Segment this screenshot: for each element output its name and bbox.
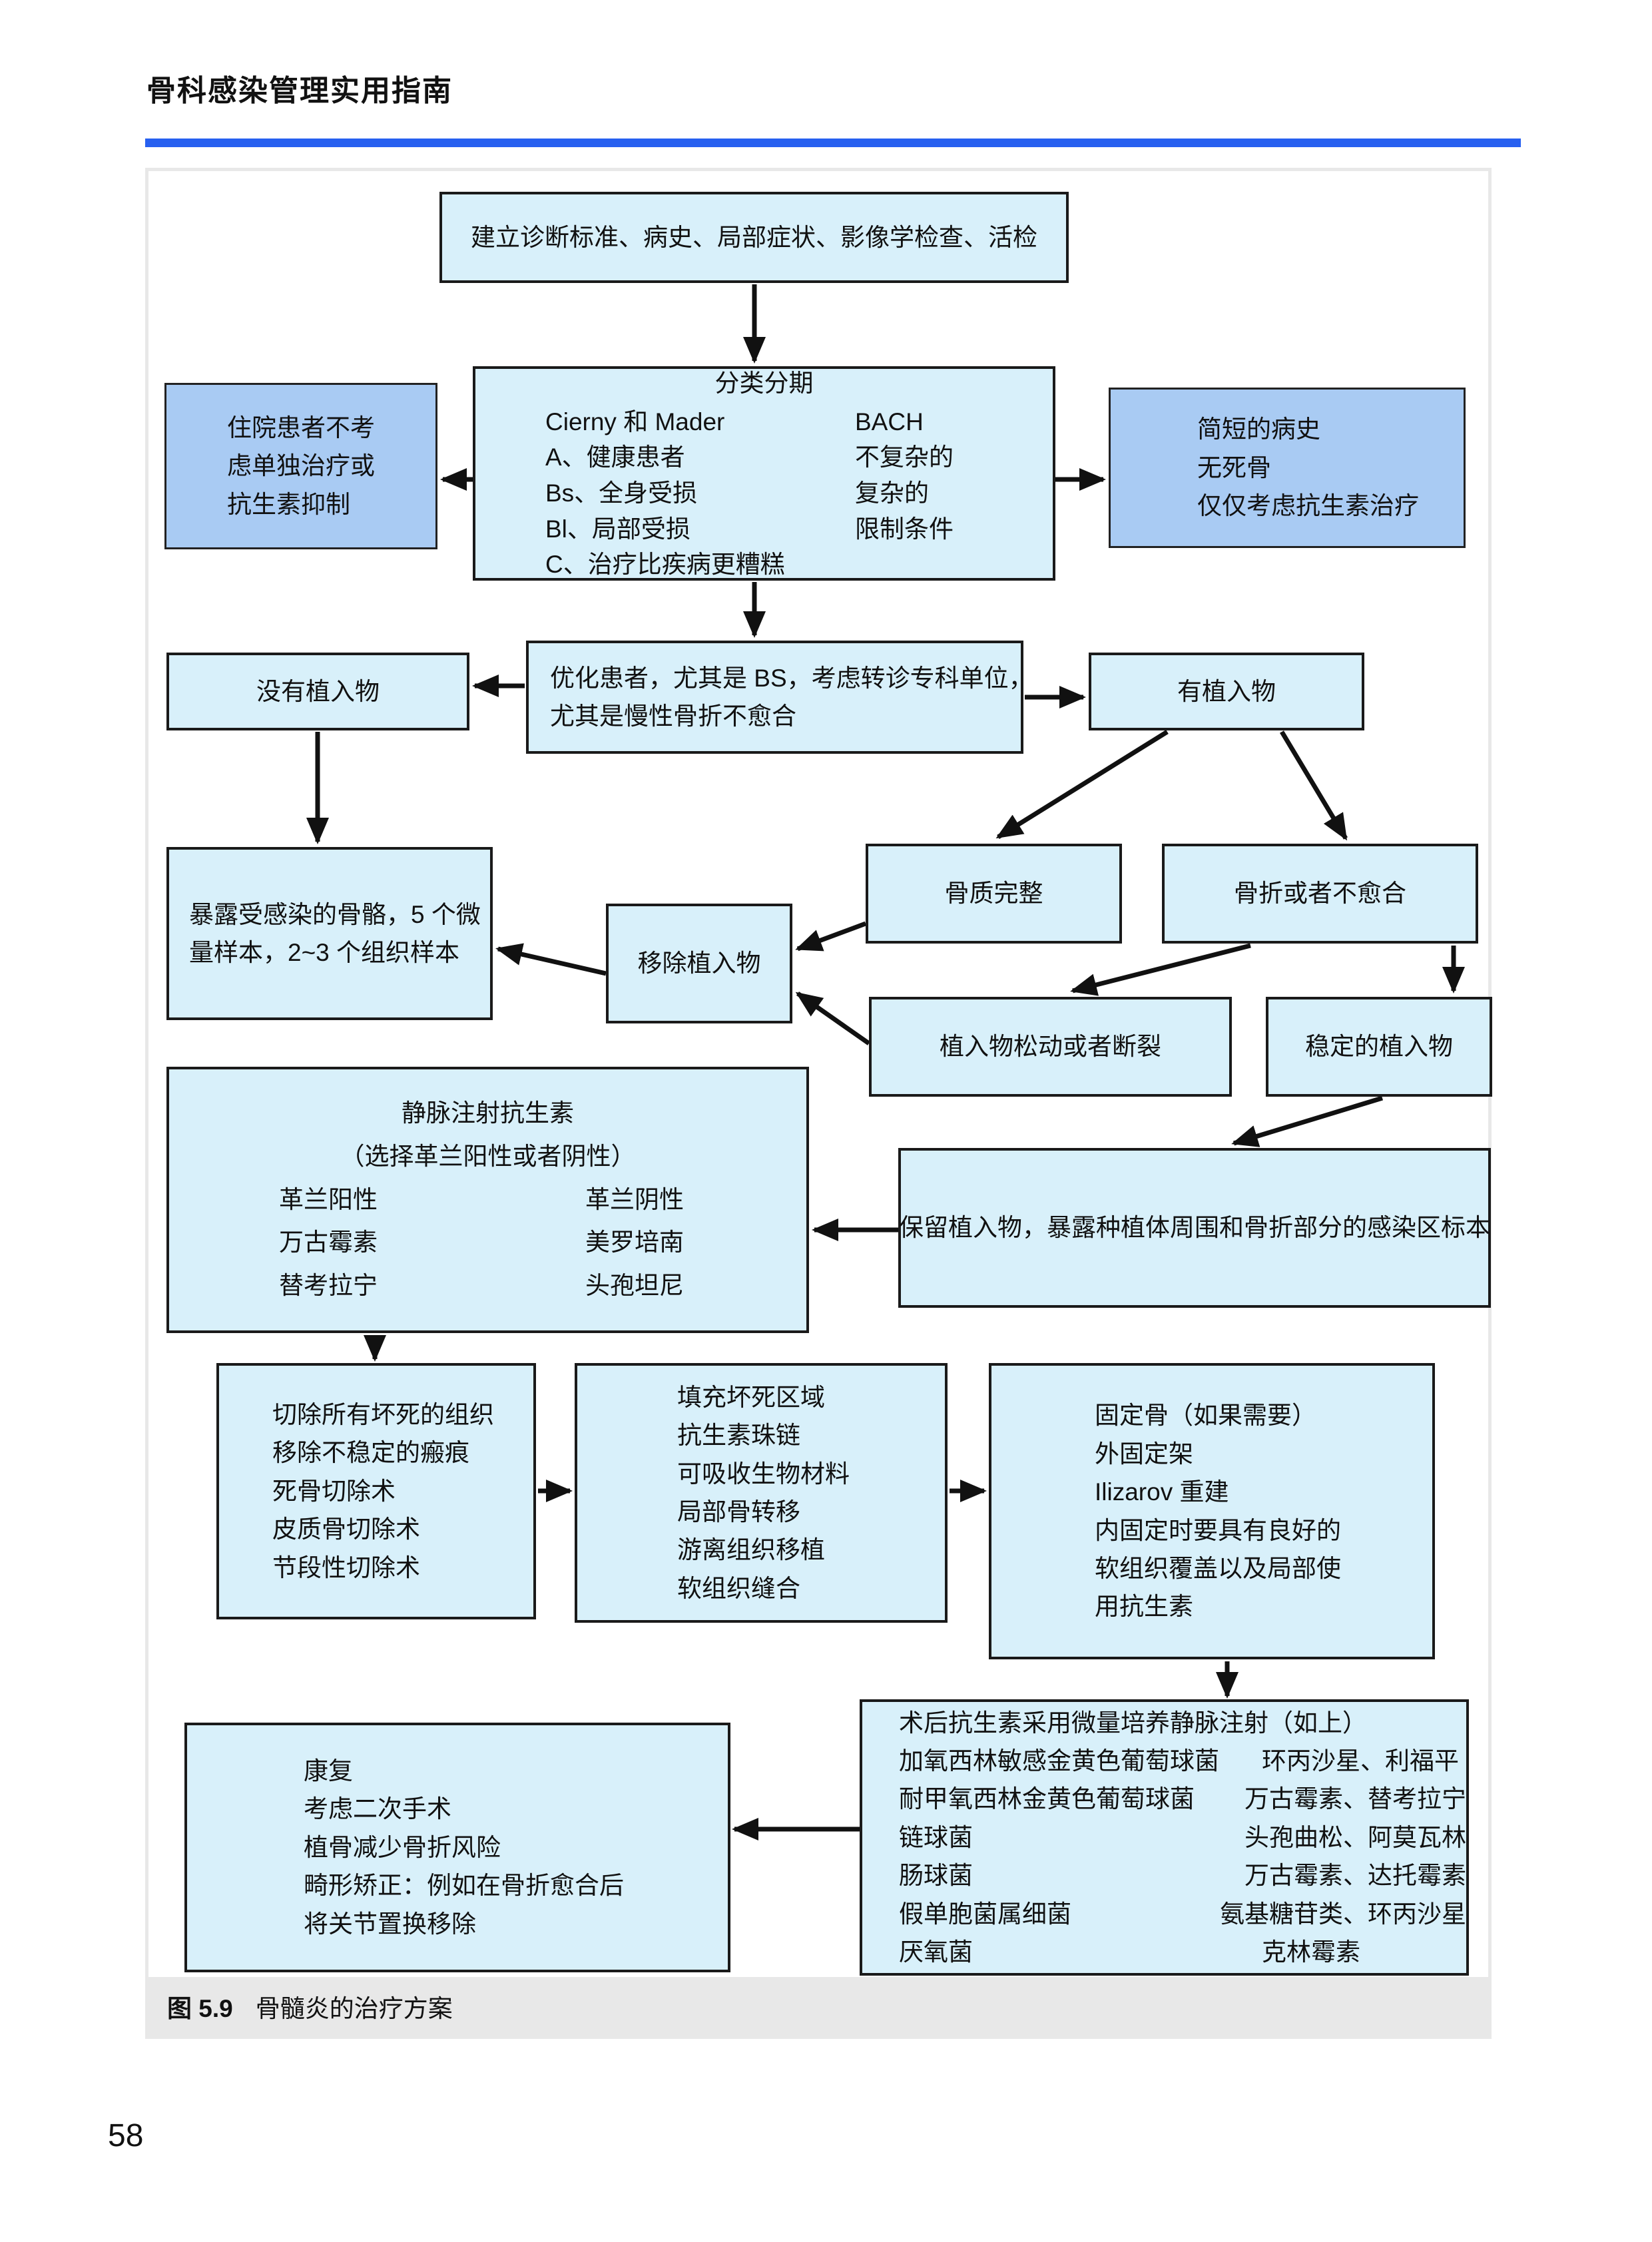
node-fix-bone: 固定骨（如果需要） 外固定架 Ilizarov 重建 内固定时要具有良好的 软组… xyxy=(989,1363,1435,1659)
header-divider xyxy=(145,139,1521,147)
page-number: 58 xyxy=(108,2118,144,2153)
node-bone-intact: 骨质完整 xyxy=(866,844,1122,944)
node-implant-loose-or-broken: 植入物松动或者断裂 xyxy=(869,997,1232,1097)
iv-antibiotic-rows: 革兰阳性 革兰阴性 万古霉素 美罗培南 替考拉宁 头孢坦尼 xyxy=(279,1185,684,1300)
node-optimize-patient: 优化患者，尤其是 BS，考虑转诊专科单位， 尤其是慢性骨折不愈合 xyxy=(526,641,1033,754)
node-retain-implant-expose-samples: 保留植入物，暴露种植体周围和骨折部分的感染区标本 xyxy=(898,1148,1491,1308)
node-stable-implant: 稳定的植入物 xyxy=(1266,997,1492,1097)
node-debridement: 切除所有坏死的组织 移除不稳定的瘢痕 死骨切除术 皮质骨切除术 节段性切除术 xyxy=(216,1363,536,1619)
node-expose-infected-bone: 暴露受感染的骨骼，5 个微 量样本，2~3 个组织样本 xyxy=(166,847,493,1020)
node-fill-dead-space: 填充坏死区域 抗生素珠链 可吸收生物材料 局部骨转移 游离组织移植 软组织缝合 xyxy=(575,1363,948,1623)
node-classification-staging: 分类分期 Cierny 和 Mader A、健康患者 Bs、全身受损 Bl、局部… xyxy=(473,366,1055,581)
node-postop-antibiotics: 术后抗生素采用微量培养静脉注射（如上） 加氧西林敏感金黄色葡萄球菌 环丙沙星、利… xyxy=(860,1699,1469,1976)
page-header-title: 骨科感染管理实用指南 xyxy=(146,75,453,107)
node-no-implant: 没有植入物 xyxy=(166,653,469,730)
node-hospitalized-no-suppression: 住院患者不考 虑单独治疗或 抗生素抑制 xyxy=(164,383,437,549)
node-brief-history-antibiotics-only: 简短的病史 无死骨 仅仅考虑抗生素治疗 xyxy=(1109,388,1466,548)
node-iv-antibiotics: 静脉注射抗生素 （选择革兰阳性或者阴性） 革兰阳性 革兰阴性 万古霉素 美罗培南… xyxy=(166,1067,809,1333)
flow-arrows xyxy=(306,284,1465,1840)
figure-caption: 图 5.9 骨髓炎的治疗方案 xyxy=(148,1977,1488,2036)
node-establish-diagnosis: 建立诊断标准、病史、局部症状、影像学检查、活检 xyxy=(439,192,1069,283)
node-remove-implant: 移除植入物 xyxy=(606,904,792,1023)
node-rehabilitation: 康复 考虑二次手术 植骨减少骨折风险 畸形矫正：例如在骨折愈合后 将关节置换移除 xyxy=(184,1723,730,1972)
classify-left-column: Cierny 和 Mader A、健康患者 Bs、全身受损 Bl、局部受损 C、… xyxy=(545,408,785,579)
classify-right-column: BACH 不复杂的 复杂的 限制条件 xyxy=(855,408,954,543)
figure-caption-text: 骨髓炎的治疗方案 xyxy=(255,1996,453,2023)
node-has-implant: 有植入物 xyxy=(1089,653,1364,730)
node-fracture-or-nonunion: 骨折或者不愈合 xyxy=(1162,844,1478,944)
figure-caption-label: 图 5.9 xyxy=(167,1995,233,2022)
flowchart-figure: 建立诊断标准、病史、局部症状、影像学检查、活检 分类分期 Cierny 和 Ma… xyxy=(145,168,1492,2039)
